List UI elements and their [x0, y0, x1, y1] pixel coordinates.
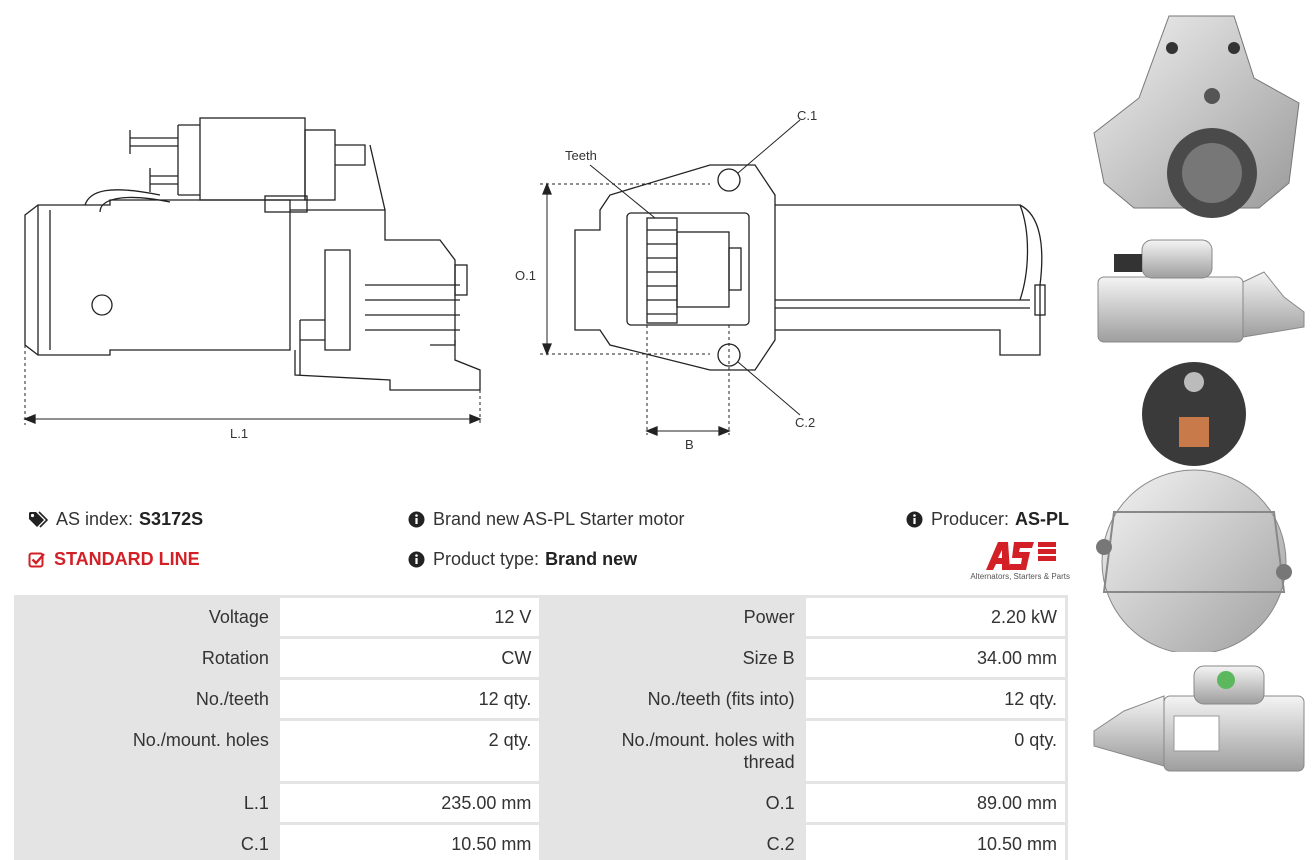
product-title-row: Brand new AS-PL Starter motor	[408, 509, 684, 530]
info-circle-icon	[408, 511, 425, 528]
spec-key: C.2	[542, 825, 803, 860]
spec-key: Voltage	[17, 598, 277, 636]
spec-key: No./teeth (fits into)	[542, 680, 803, 718]
spec-value: 12 qty.	[279, 680, 540, 718]
spec-value: 2.20 kW	[805, 598, 1065, 636]
spec-value: 2 qty.	[279, 721, 540, 781]
dimension-length-label: L.1	[230, 426, 248, 441]
producer-value: AS-PL	[1015, 509, 1070, 529]
product-type-label: Product type:	[433, 549, 540, 569]
standard-line-row: STANDARD LINE	[28, 549, 200, 570]
producer-row: Producer: AS-PL	[906, 509, 1069, 530]
spec-value: 12 V	[279, 598, 540, 636]
spec-key: Size B	[542, 639, 803, 677]
standard-line-label: STANDARD LINE	[54, 549, 200, 569]
dimension-outer-label: O.1	[515, 268, 536, 283]
spec-value: 34.00 mm	[805, 639, 1065, 677]
as-pl-logo	[962, 538, 1070, 584]
spec-value: 89.00 mm	[805, 784, 1065, 822]
as-index-value: S3172S	[139, 509, 204, 529]
spec-key: No./mount. holes	[17, 721, 277, 781]
spec-key: C.1	[17, 825, 277, 860]
as-index-row: AS index: S3172S	[28, 509, 203, 530]
photo-rear-view	[1084, 362, 1310, 655]
table-row: No./teeth 12 qty. No./teeth (fits into) …	[17, 680, 1065, 718]
photo-side-view-2	[1084, 656, 1310, 780]
producer-label: Producer:	[931, 509, 1010, 529]
spec-value: 10.50 mm	[805, 825, 1065, 860]
teeth-label: Teeth	[565, 148, 597, 163]
product-photos	[1084, 4, 1310, 856]
as-index-label: AS index:	[56, 509, 134, 529]
table-row: Rotation CW Size B 34.00 mm	[17, 639, 1065, 677]
drawing-svg: L.1 O.1 C.1 C.2 Teeth B	[23, 108, 1046, 452]
spec-key: Power	[542, 598, 803, 636]
table-row: C.1 10.50 mm C.2 10.50 mm	[17, 825, 1065, 860]
hole-c1-label: C.1	[797, 108, 817, 123]
product-title: Brand new AS-PL Starter motor	[433, 509, 685, 529]
table-row: L.1 235.00 mm O.1 89.00 mm	[17, 784, 1065, 822]
photo-front-view	[1084, 8, 1310, 228]
spec-key: L.1	[17, 784, 277, 822]
size-b-label: B	[685, 437, 694, 452]
info-circle-icon	[408, 551, 425, 568]
spec-key: No./mount. holes with thread	[542, 721, 803, 781]
spec-table: Voltage 12 V Power 2.20 kW Rotation CW S…	[14, 595, 1068, 860]
product-type-row: Product type: Brand new	[408, 549, 637, 570]
spec-value: 0 qty.	[805, 721, 1065, 781]
table-row: No./mount. holes 2 qty. No./mount. holes…	[17, 721, 1065, 781]
spec-value: CW	[279, 639, 540, 677]
technical-drawing: L.1 O.1 C.1 C.2 Teeth B	[10, 0, 1080, 470]
spec-value: 10.50 mm	[279, 825, 540, 860]
product-type-value: Brand new	[545, 549, 638, 569]
spec-value: 235.00 mm	[279, 784, 540, 822]
spec-key: Rotation	[17, 639, 277, 677]
spec-key: O.1	[542, 784, 803, 822]
logo-tagline: Alternators, Starters & Parts	[970, 572, 1070, 581]
hole-c2-label: C.2	[795, 415, 815, 430]
spec-value: 12 qty.	[805, 680, 1065, 718]
spec-key: No./teeth	[17, 680, 277, 718]
info-circle-icon	[906, 511, 923, 528]
tag-icon	[29, 510, 48, 528]
photo-side-view	[1084, 232, 1310, 356]
check-square-icon	[28, 552, 45, 567]
table-row: Voltage 12 V Power 2.20 kW	[17, 598, 1065, 636]
